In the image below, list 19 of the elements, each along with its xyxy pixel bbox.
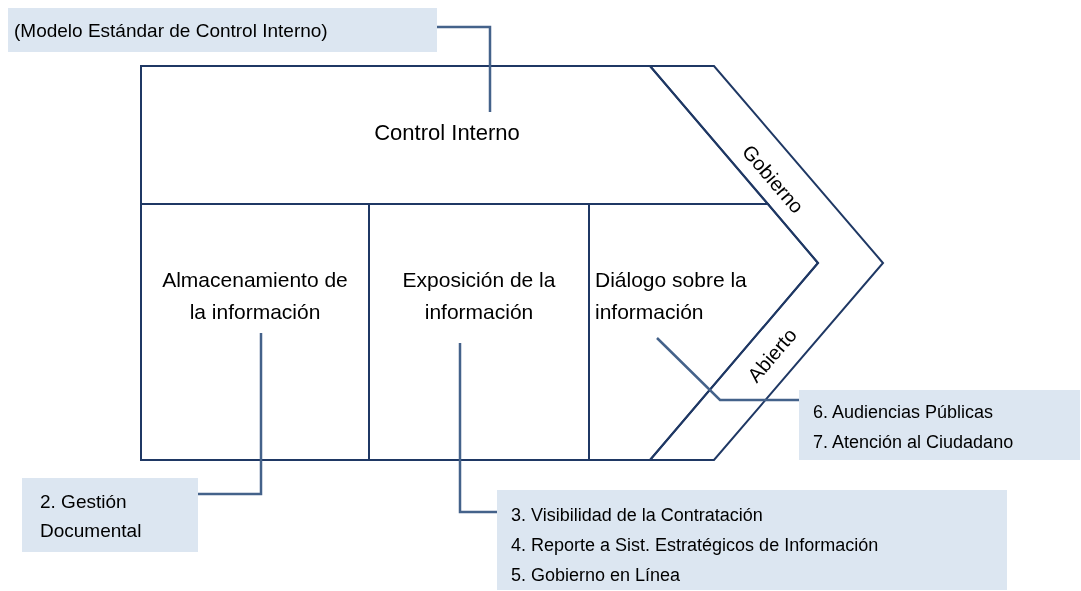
region-label: Almacenamiento de la información: [161, 267, 349, 325]
leader-line: [198, 333, 263, 496]
note-box: [22, 478, 198, 552]
note-text: (Modelo Estándar de Control Interno): [14, 19, 329, 43]
region-label: Diálogo sobre la información: [595, 267, 748, 325]
leader-line: [656, 337, 799, 402]
note-text: 3. Visibilidad de la Contratación: [511, 504, 764, 527]
note-text: 2. Gestión Documental: [40, 490, 143, 543]
note-text: 4. Reporte a Sist. Estratégicos de Información: [511, 534, 880, 557]
leader-line: [437, 25, 492, 112]
note-box: [497, 490, 1007, 590]
note-box: [799, 390, 1080, 460]
note-text: 6. Audiencias Públicas: [813, 401, 995, 424]
note-text: 7. Atención al Ciudadano: [813, 431, 1015, 454]
region-label: Exposición de la información: [401, 267, 557, 325]
note-box: [8, 8, 437, 52]
note-text: 5. Gobierno en Línea: [511, 564, 682, 587]
leader-line: [458, 343, 497, 514]
region-label: Control Interno: [373, 119, 521, 147]
